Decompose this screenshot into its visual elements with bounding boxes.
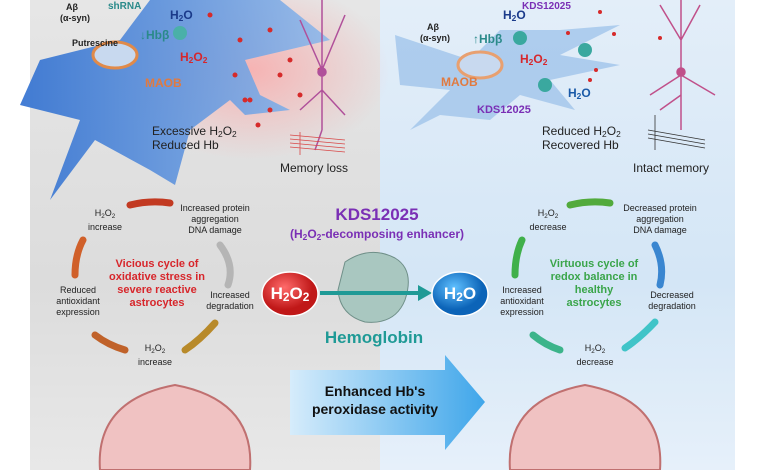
intact-memory-label: Intact memory	[633, 161, 710, 175]
h2o-label-b: H2O	[568, 86, 591, 101]
putrescine-label: Putrescine	[72, 38, 119, 48]
h2o-label: H2O	[170, 8, 193, 23]
hb-beta-label: ↑Hbβ	[473, 32, 503, 46]
abeta-label: Aβ	[427, 22, 439, 32]
h2o2-label: H2O2	[180, 50, 208, 65]
brain-left	[98, 383, 252, 470]
drug-name: KDS12025	[335, 205, 419, 224]
maob-label: MAOB	[145, 76, 182, 90]
h2o-label-a: H2O	[503, 8, 526, 23]
hb-beta-label: ↓Hbβ	[140, 28, 170, 42]
hemoglobin-protein	[337, 251, 409, 323]
shrna-label: shRNA	[108, 1, 142, 12]
red-dots-right	[566, 10, 662, 82]
status-reduced-hb: Reduced Hb	[152, 138, 219, 152]
h2o2-ball	[261, 271, 319, 317]
virtuous-cycle-arrows	[511, 198, 666, 354]
memory-loss-trace	[289, 132, 346, 155]
neuron-left	[299, 0, 346, 151]
intact-memory-trace	[647, 115, 706, 150]
status-reduced-h2o2: Reduced H2O2	[542, 124, 621, 139]
h2o-ball	[431, 271, 489, 317]
h2o-ball-label: H2O	[443, 284, 477, 304]
abeta-label: Aβ	[66, 2, 78, 12]
status-excessive-h2o2: Excessive H2O2	[152, 124, 237, 139]
h2o2-label: H2O2	[520, 52, 548, 67]
brain-right	[508, 383, 662, 470]
maob-label: MAOB	[441, 75, 478, 89]
hemoglobin-right-a	[513, 31, 527, 45]
red-dots	[207, 12, 323, 128]
hemoglobin-right-c	[578, 43, 592, 57]
drug-description: (H2O2-decomposing enhancer)	[289, 227, 465, 242]
conversion-arrowhead	[418, 285, 432, 301]
memory-loss-label: Memory loss	[280, 161, 349, 175]
mitochondria-left	[91, 40, 139, 70]
kds-top-label: KDS12025	[522, 1, 571, 12]
status-recovered-hb: Recovered Hb	[542, 138, 619, 152]
enhanced-activity-arrow	[290, 355, 485, 450]
asyn-label: (α-syn)	[420, 33, 451, 43]
mitochondria-right	[456, 50, 504, 80]
hemoglobin-label: Hemoglobin	[324, 328, 424, 347]
hemoglobin-left	[173, 26, 187, 40]
neuron-right	[649, 0, 716, 130]
h2o2-ball-label: H2O2	[270, 284, 310, 304]
vicious-cycle-arrows	[71, 198, 234, 354]
hemoglobin-right-b	[538, 78, 552, 92]
healthy-astrocyte	[395, 25, 620, 130]
asyn-label: (α-syn)	[60, 13, 91, 23]
kds-label: KDS12025	[477, 104, 531, 116]
